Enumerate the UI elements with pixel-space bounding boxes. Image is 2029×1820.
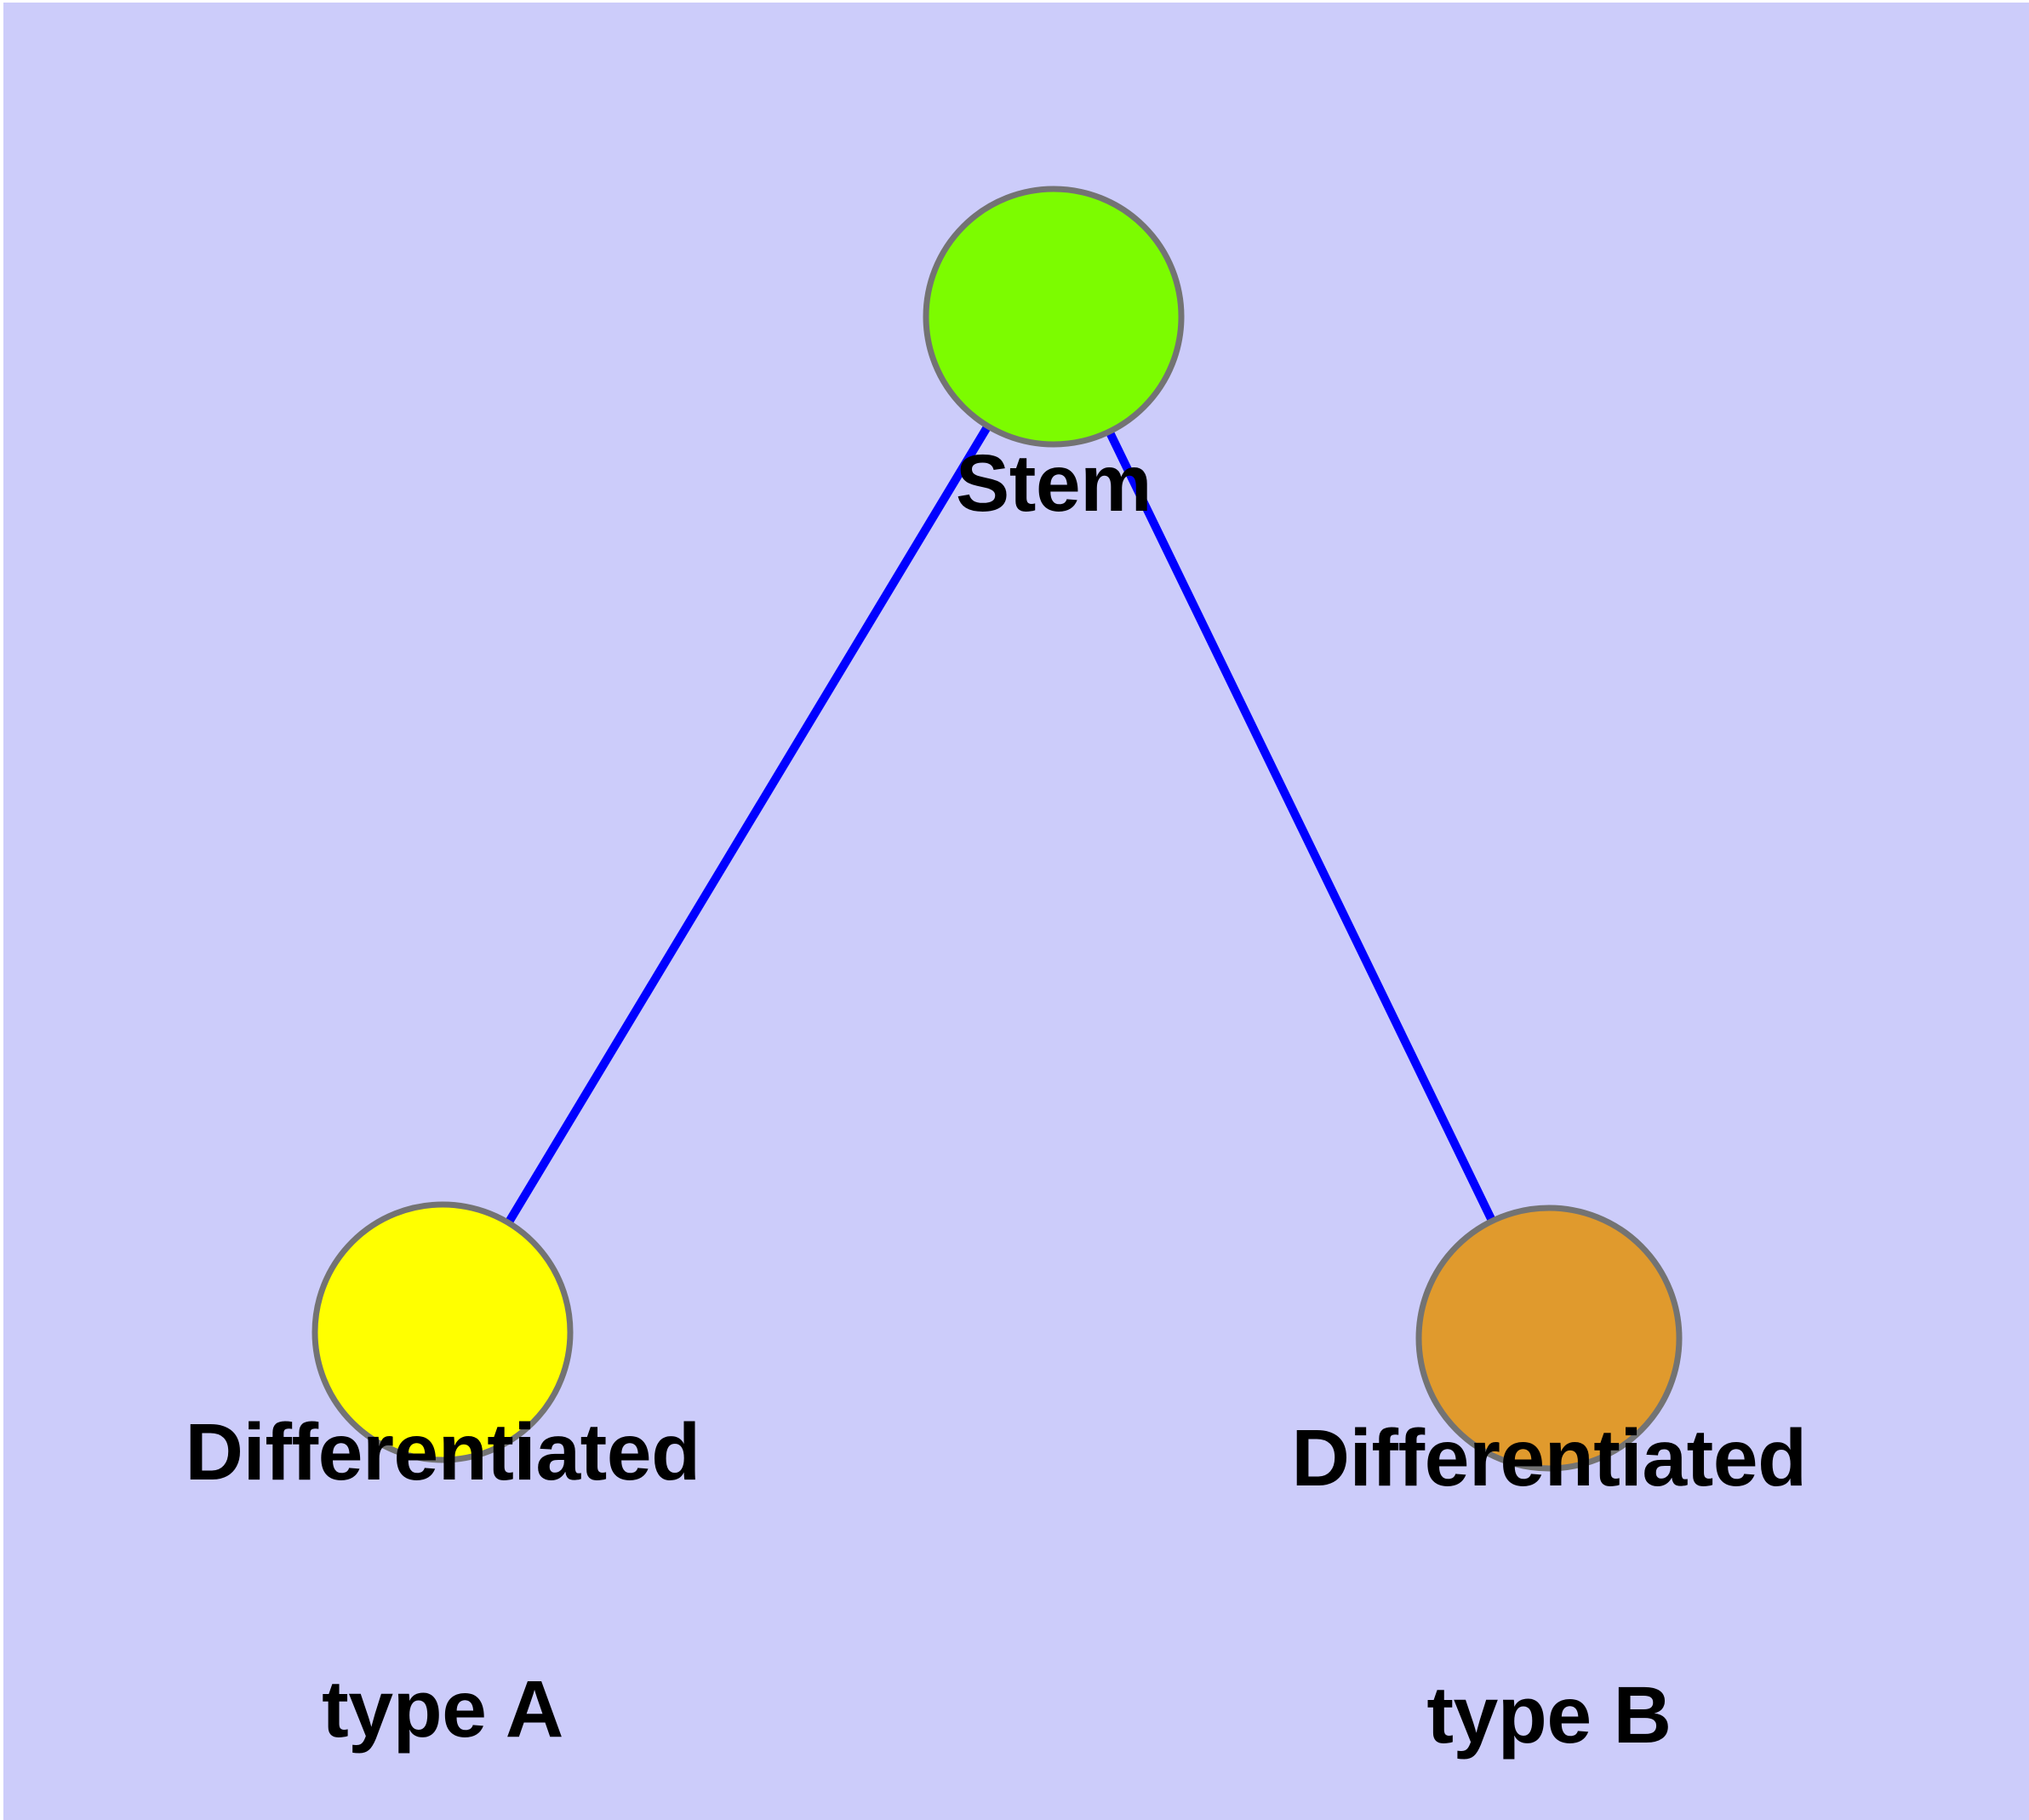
node-layer bbox=[311, 186, 1683, 1472]
edge-stem-to-diff-b bbox=[1049, 314, 1553, 1341]
node-hit-stem[interactable] bbox=[926, 189, 1181, 444]
node-hit-differentiated-type-a[interactable] bbox=[315, 1205, 570, 1460]
edge-stem-to-diff-a bbox=[438, 314, 1058, 1335]
edge-layer bbox=[438, 314, 1553, 1341]
node-hit-differentiated-type-b[interactable] bbox=[1419, 1208, 1679, 1468]
node-differentiated-type-a[interactable] bbox=[311, 1201, 574, 1463]
node-differentiated-type-b[interactable] bbox=[1415, 1205, 1683, 1472]
node-stem[interactable] bbox=[923, 186, 1185, 448]
